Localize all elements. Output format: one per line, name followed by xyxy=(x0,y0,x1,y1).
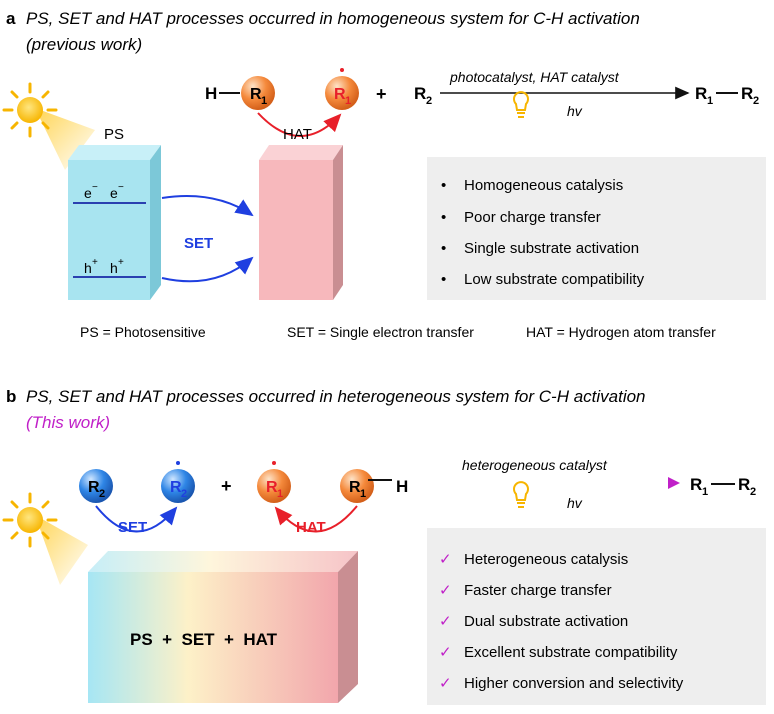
svg-text:1: 1 xyxy=(702,486,708,498)
heterogeneous-catalyst-block xyxy=(88,551,358,703)
r1-radical-sphere xyxy=(325,76,359,110)
electron-label: e xyxy=(110,185,118,201)
atom-h: H xyxy=(396,477,408,496)
r1-radical-label: R xyxy=(266,479,278,496)
r2-radical-label: R xyxy=(170,479,182,496)
svg-text:−: − xyxy=(92,182,98,193)
svg-text:−: − xyxy=(118,182,124,193)
r2-sphere xyxy=(79,469,113,503)
r2-radical-sphere xyxy=(161,469,195,503)
svg-text:2: 2 xyxy=(753,95,759,107)
list-item: Faster charge transfer xyxy=(464,582,612,599)
feature-list: ✓ Heterogeneous catalysis ✓ Faster charg… xyxy=(439,551,684,692)
r1-label: R xyxy=(349,479,361,496)
hv-label: hv xyxy=(567,103,583,119)
hole-label: h xyxy=(84,260,92,276)
set-label: SET xyxy=(184,235,213,252)
definition-ps: PS = Photosensitive xyxy=(80,324,206,340)
ps-block xyxy=(68,145,161,300)
r1-radical-sphere xyxy=(257,469,291,503)
hv-label: hv xyxy=(567,495,583,511)
arrow-conditions: photocatalyst, HAT catalyst xyxy=(449,69,620,85)
panel-a-letter: a xyxy=(6,9,16,28)
set-label: SET xyxy=(118,519,147,536)
svg-text:1: 1 xyxy=(345,95,351,107)
svg-text:•: • xyxy=(441,177,446,194)
svg-text:2: 2 xyxy=(99,488,105,500)
feature-list: • Homogeneous catalysis • Poor charge tr… xyxy=(441,177,645,288)
svg-text:•: • xyxy=(441,271,446,288)
list-item: Poor charge transfer xyxy=(464,209,601,226)
svg-text:2: 2 xyxy=(181,488,187,500)
lightbulb-icon xyxy=(513,481,529,508)
set-arrow xyxy=(161,195,254,217)
product-r1: R xyxy=(690,475,702,494)
svg-text:•: • xyxy=(441,240,446,257)
svg-text:•: • xyxy=(441,209,446,226)
list-item: Homogeneous catalysis xyxy=(464,177,623,194)
list-item: Higher conversion and selectivity xyxy=(464,675,684,692)
check-icon: ✓ xyxy=(439,675,452,692)
plus-sign: + xyxy=(221,476,232,496)
svg-text:1: 1 xyxy=(277,488,283,500)
check-icon: ✓ xyxy=(439,644,452,661)
panel-b-subtitle: (This work) xyxy=(26,413,110,432)
sun-icon xyxy=(2,492,88,585)
product-r2: R xyxy=(738,475,750,494)
set-arrow xyxy=(161,256,254,283)
product-r1: R xyxy=(695,84,707,103)
arrow-conditions: heterogeneous catalyst xyxy=(462,457,608,473)
atom-h: H xyxy=(205,84,217,103)
electron-label: e xyxy=(84,185,92,201)
r1-sphere xyxy=(241,76,275,110)
block-label: PS + SET + HAT xyxy=(130,630,278,649)
hat-arrow xyxy=(257,112,342,137)
panel-b-title: PS, SET and HAT processes occurred in he… xyxy=(26,387,646,406)
list-item: Low substrate compatibility xyxy=(464,271,645,288)
r1-sphere xyxy=(340,469,374,503)
set-arrow xyxy=(95,505,178,533)
svg-text:2: 2 xyxy=(426,95,432,107)
ps-label: PS xyxy=(104,126,124,143)
r2-label: R xyxy=(414,84,426,103)
hat-label: HAT xyxy=(296,519,326,536)
svg-text:1: 1 xyxy=(261,95,267,107)
list-item: Dual substrate activation xyxy=(464,613,628,630)
r1-radical-label: R xyxy=(334,86,346,103)
panel-a-title: PS, SET and HAT processes occurred in ho… xyxy=(26,9,640,28)
svg-text:1: 1 xyxy=(360,488,366,500)
panel-b-letter: b xyxy=(6,387,16,406)
r2-label: R xyxy=(88,479,100,496)
panel-a-subtitle: (previous work) xyxy=(26,35,142,54)
r1-label: R xyxy=(250,86,262,103)
hat-label: HAT xyxy=(283,126,312,143)
hat-catalyst-block xyxy=(259,145,343,300)
sun-icon xyxy=(2,82,95,170)
check-icon: ✓ xyxy=(439,582,452,599)
svg-text:+: + xyxy=(118,257,124,268)
svg-text:1: 1 xyxy=(707,95,713,107)
svg-text:+: + xyxy=(92,257,98,268)
hole-label: h xyxy=(110,260,118,276)
hat-arrow xyxy=(274,505,358,533)
list-item: Single substrate activation xyxy=(464,240,639,257)
lightbulb-icon xyxy=(513,91,529,118)
plus-sign: + xyxy=(376,84,387,104)
this-work-features-box xyxy=(427,528,766,705)
definition-hat: HAT = Hydrogen atom transfer xyxy=(526,324,716,340)
product-r2: R xyxy=(741,84,753,103)
list-item: Heterogeneous catalysis xyxy=(464,551,628,568)
svg-text:2: 2 xyxy=(750,486,756,498)
list-item: Excellent substrate compatibility xyxy=(464,644,678,661)
check-icon: ✓ xyxy=(439,551,452,568)
definition-set: SET = Single electron transfer xyxy=(287,324,474,340)
previous-work-features-box xyxy=(427,157,766,300)
check-icon: ✓ xyxy=(439,613,452,630)
